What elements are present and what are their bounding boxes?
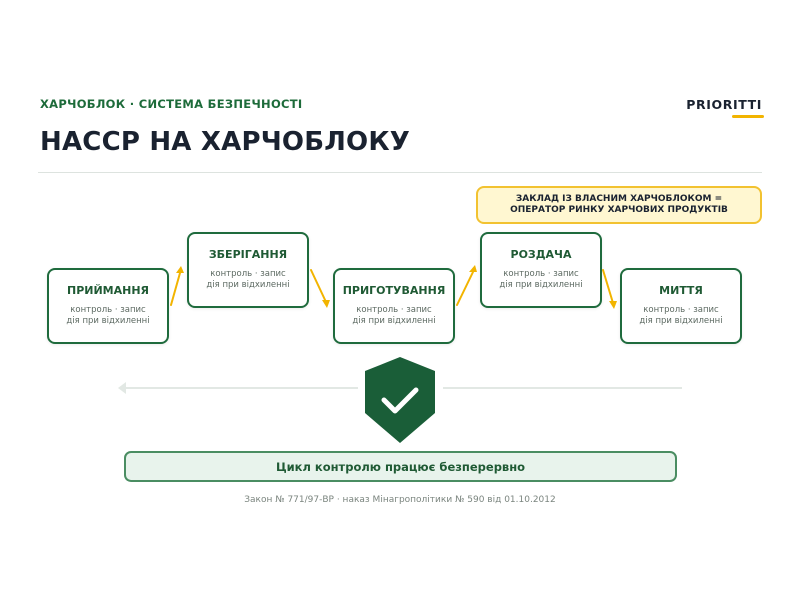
step-sub1: контроль · запис	[210, 269, 286, 279]
step-name: РОЗДАЧА	[510, 248, 572, 261]
connector-3-4-arrowhead	[469, 265, 477, 272]
shield-check-icon	[365, 357, 435, 443]
connector-2-3	[310, 269, 327, 303]
connector-3-4	[456, 271, 474, 306]
connector-1-2-arrowhead	[176, 266, 184, 273]
brand-logo: PRIORITTI	[686, 97, 762, 112]
operator-note-line2: ОПЕРАТОР РИНКУ ХАРЧОВИХ ПРОДУКТІВ	[510, 205, 728, 215]
connector-4-5-arrowhead	[609, 301, 617, 309]
step-sub2: дія при відхиленні	[352, 316, 436, 326]
step-sub2: дія при відхиленні	[66, 316, 150, 326]
legal-footnote: Закон № 771/97-ВР · наказ Мінагрополітик…	[244, 495, 556, 505]
step-card-washing: МИТТЯ контроль · запис дія при відхиленн…	[620, 268, 742, 344]
step-card-cooking: ПРИГОТУВАННЯ контроль · запис дія при ві…	[333, 268, 455, 344]
connector-4-5	[602, 269, 614, 304]
step-name: ПРИЙМАННЯ	[66, 284, 150, 297]
header-divider	[38, 172, 762, 173]
connector-1-2	[170, 272, 181, 306]
step-card-storage: ЗБЕРІГАННЯ контроль · запис дія при відх…	[187, 232, 309, 308]
step-sub1: контроль · запис	[503, 269, 579, 279]
connector-2-3-arrowhead	[322, 300, 330, 308]
step-sub2: дія при відхиленні	[639, 316, 723, 326]
step-card-receiving: ПРИЙМАННЯ контроль · запис дія при відхи…	[47, 268, 169, 344]
cycle-line-left	[122, 387, 358, 389]
status-banner: Цикл контролю працює безперервно	[124, 451, 677, 482]
operator-note: ЗАКЛАД ІЗ ВЛАСНИМ ХАРЧОБЛОКОМ = ОПЕРАТОР…	[476, 186, 762, 224]
step-name: ПРИГОТУВАННЯ	[342, 284, 446, 297]
step-sub1: контроль · запис	[356, 305, 432, 315]
cycle-line-right	[443, 387, 682, 389]
step-sub1: контроль · запис	[643, 305, 719, 315]
section-eyebrow: ХАРЧОБЛОК · СИСТЕМА БЕЗПЕЧНОСТІ	[40, 97, 303, 111]
step-sub1: контроль · запис	[70, 305, 146, 315]
operator-note-line1: ЗАКЛАД ІЗ ВЛАСНИМ ХАРЧОБЛОКОМ =	[515, 194, 723, 204]
step-name: МИТТЯ	[659, 284, 703, 297]
brand-underline	[732, 115, 764, 118]
step-name: ЗБЕРІГАННЯ	[208, 248, 288, 261]
page-title: HACCP НА ХАРЧОБЛОКУ	[40, 127, 411, 157]
step-sub2: дія при відхиленні	[499, 280, 583, 290]
step-sub2: дія при відхиленні	[206, 280, 290, 290]
step-card-serving: РОЗДАЧА контроль · запис дія при відхиле…	[480, 232, 602, 308]
